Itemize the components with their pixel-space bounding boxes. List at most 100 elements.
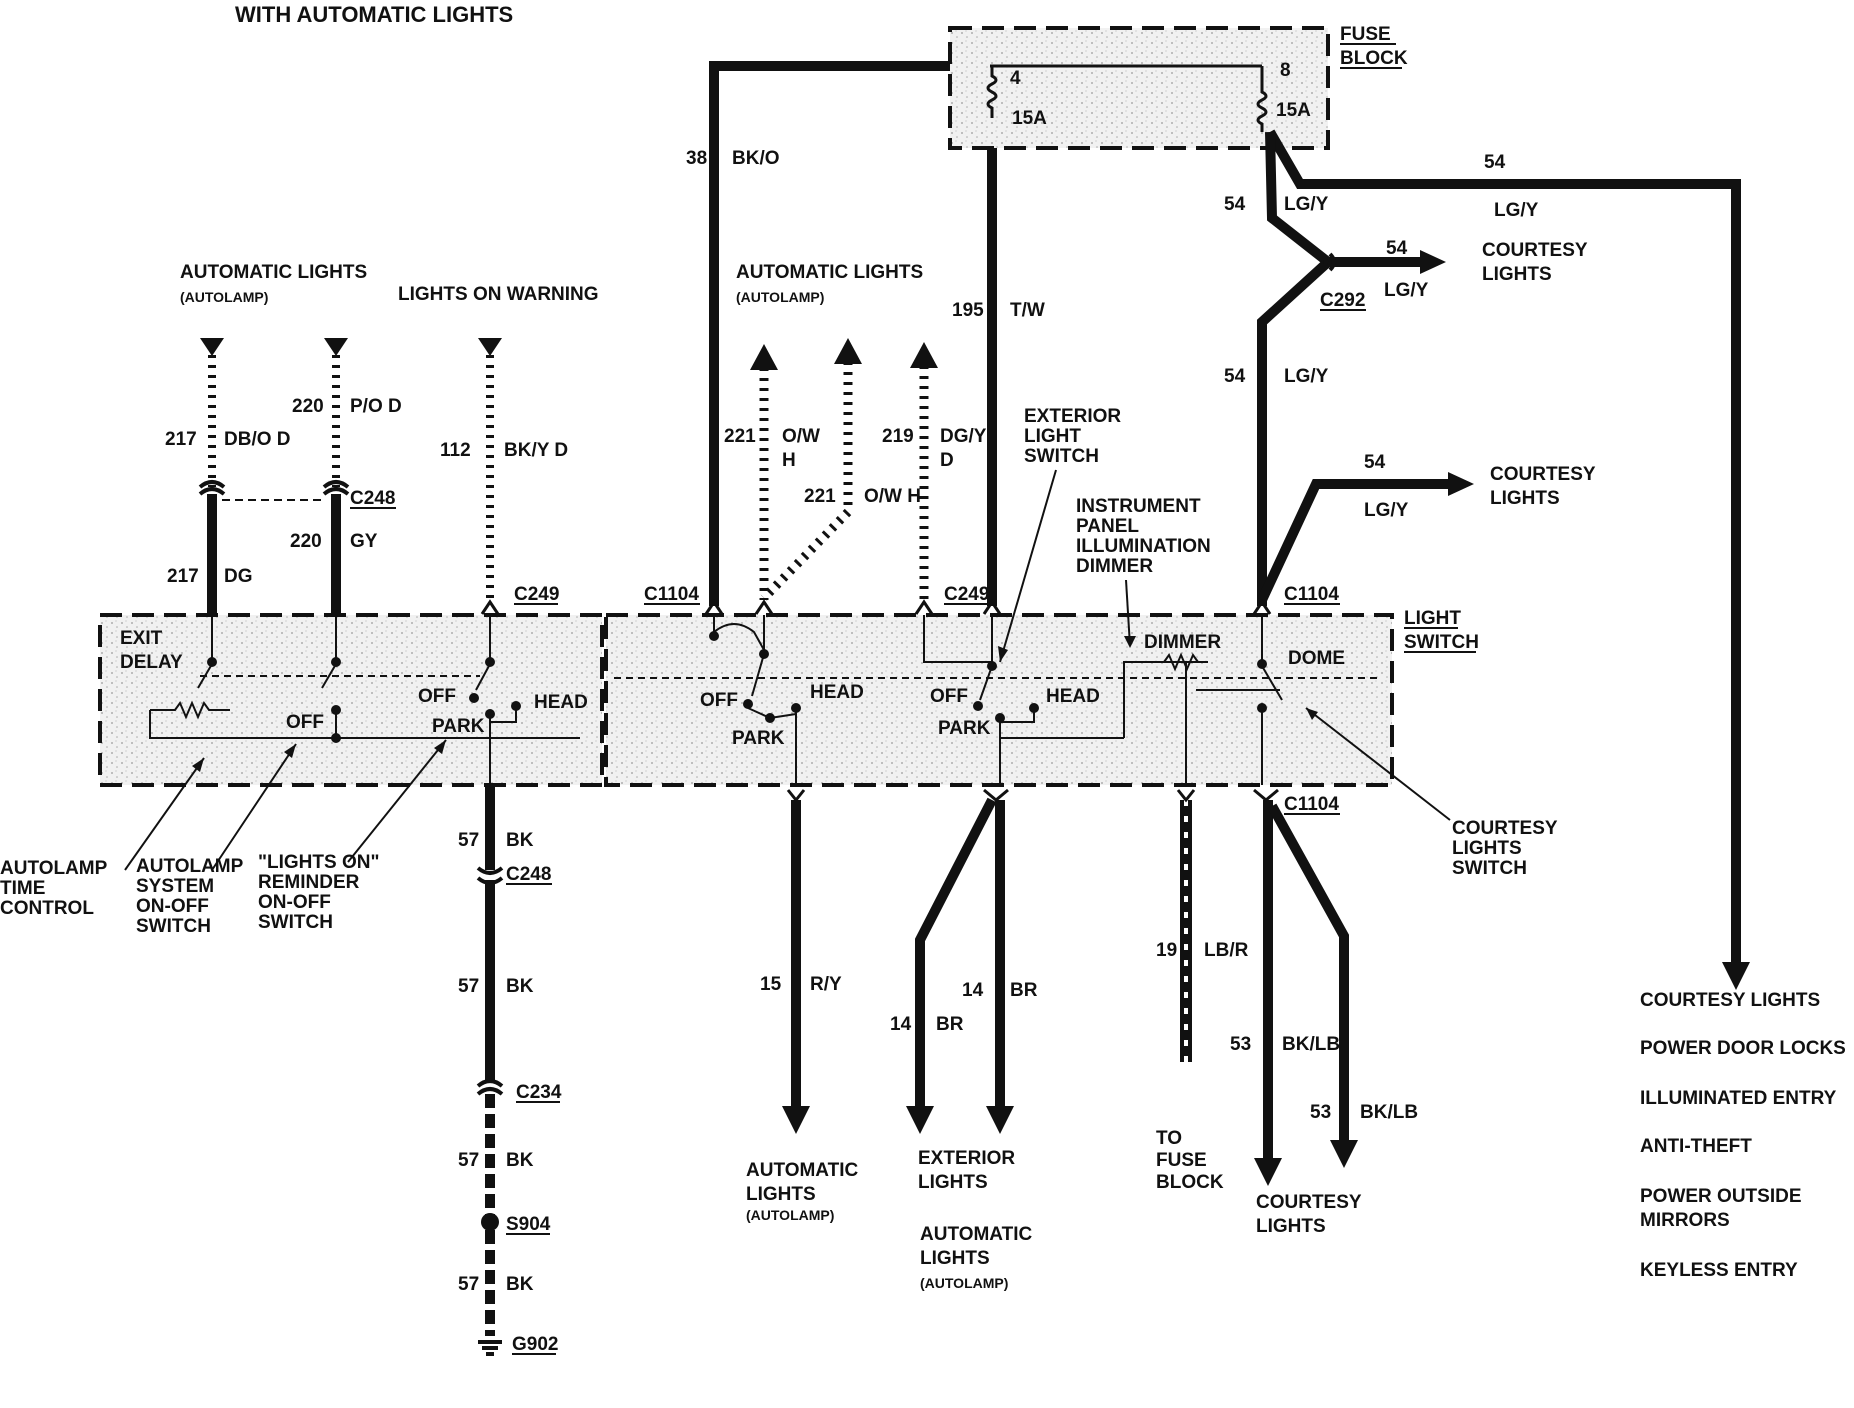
callout-lights-on-reminder: "LIGHTS ON" REMINDER ON-OFF SWITCH xyxy=(258,852,379,933)
reminder-head-label: HEAD xyxy=(534,692,588,713)
wire-53 xyxy=(1253,788,1358,1186)
fuse-8-number: 8 xyxy=(1280,60,1291,81)
dest-exterior-lights-bottom: EXTERIOR LIGHTS xyxy=(918,1148,1015,1193)
wire-53-color-a: BK/LB xyxy=(1282,1034,1340,1055)
autolamp-module-housing xyxy=(98,613,604,787)
wire-54-d-color: LG/Y xyxy=(1364,500,1409,521)
wire-217-number-b: 217 xyxy=(167,566,199,587)
svg-text:CONTROL: CONTROL xyxy=(0,898,94,919)
svg-text:COURTESY: COURTESY xyxy=(1490,464,1596,485)
wire-38-color: BK/O xyxy=(732,148,780,169)
wire-54-top-number: 54 xyxy=(1484,152,1506,173)
svg-text:(AUTOLAMP): (AUTOLAMP) xyxy=(920,1275,1008,1291)
lights-on-warning-header: LIGHTS ON WARNING xyxy=(398,284,599,305)
connector-c1104-c: C1104 xyxy=(1284,794,1339,815)
wire-220-color-a: P/O D xyxy=(350,396,402,417)
wire-54-a-number: 54 xyxy=(1224,194,1246,215)
circuit-power-door-locks: POWER DOOR LOCKS xyxy=(1640,1038,1846,1059)
wire-219-number: 219 xyxy=(882,426,914,447)
svg-text:ON-OFF: ON-OFF xyxy=(258,892,331,913)
diagram-title: WITH AUTOMATIC LIGHTS xyxy=(235,2,513,27)
wire-54-c-color: LG/Y xyxy=(1284,366,1329,387)
svg-text:LIGHTS: LIGHTS xyxy=(746,1184,816,1205)
wire-220-number-a: 220 xyxy=(292,396,324,417)
callout-exterior-light-switch: EXTERIOR LIGHT SWITCH xyxy=(1024,406,1121,467)
wire-217-number-a: 217 xyxy=(165,429,197,450)
fuse-block-label-1: FUSE xyxy=(1340,24,1391,45)
svg-text:LIGHTS: LIGHTS xyxy=(1256,1216,1326,1237)
connector-c292: C292 xyxy=(1320,290,1365,311)
wire-221 xyxy=(750,338,862,615)
wire-112-color: BK/Y D xyxy=(504,440,568,461)
wire-195-number: 195 xyxy=(952,300,984,321)
svg-text:SWITCH: SWITCH xyxy=(258,912,333,933)
ls-off-label-b: OFF xyxy=(930,686,968,707)
wire-112-number: 112 xyxy=(440,440,471,461)
svg-text:FUSE: FUSE xyxy=(1156,1150,1207,1171)
wire-15-color: R/Y xyxy=(810,974,842,995)
wire-15 xyxy=(782,789,810,1134)
callout-autolamp-time-control: AUTOLAMP TIME CONTROL xyxy=(0,858,108,919)
wire-15-number: 15 xyxy=(760,974,782,995)
wire-219-extra: D xyxy=(940,450,954,471)
svg-text:INSTRUMENT: INSTRUMENT xyxy=(1076,496,1201,517)
svg-text:TO: TO xyxy=(1156,1128,1182,1149)
reminder-park-label: PARK xyxy=(432,716,485,737)
circuit-illuminated-entry: ILLUMINATED ENTRY xyxy=(1640,1088,1837,1109)
wire-195-color: T/W xyxy=(1010,300,1045,321)
fuse-block-label-2: BLOCK xyxy=(1340,48,1408,69)
auto-lights-left-header: AUTOMATIC LIGHTS xyxy=(180,262,367,283)
wire-54-b-number: 54 xyxy=(1386,238,1408,259)
wire-57-ground xyxy=(476,785,504,1356)
dest-automatic-lights-bottom: AUTOMATIC LIGHTS (AUTOLAMP) xyxy=(746,1160,859,1223)
light-switch-internals xyxy=(614,615,1380,785)
connector-c249-b: C249 xyxy=(944,584,989,605)
svg-text:SWITCH: SWITCH xyxy=(1452,858,1527,879)
fuse-8-element xyxy=(1256,66,1268,132)
svg-text:DIMMER: DIMMER xyxy=(1076,556,1153,577)
svg-text:SYSTEM: SYSTEM xyxy=(136,876,214,897)
wire-219-color: DG/Y xyxy=(940,426,987,447)
ls-off-label-a: OFF xyxy=(700,690,738,711)
svg-text:EXTERIOR: EXTERIOR xyxy=(918,1148,1015,1169)
wire-54-c-number: 54 xyxy=(1224,366,1246,387)
connector-c1104-b: C1104 xyxy=(1284,584,1339,605)
wire-54-top-color: LG/Y xyxy=(1494,200,1539,221)
ls-head-label-b: HEAD xyxy=(1046,686,1100,707)
wire-221-extra-a: H xyxy=(782,450,796,471)
wire-54-a-color: LG/Y xyxy=(1284,194,1329,215)
wire-57-number-a: 57 xyxy=(458,830,479,851)
svg-text:COURTESY: COURTESY xyxy=(1482,240,1588,261)
svg-text:LIGHTS: LIGHTS xyxy=(1490,488,1560,509)
svg-text:AUTOMATIC: AUTOMATIC xyxy=(920,1224,1033,1245)
wire-57-number-b: 57 xyxy=(458,976,479,997)
wire-54-network xyxy=(1252,129,1750,990)
svg-text:ILLUMINATION: ILLUMINATION xyxy=(1076,536,1211,557)
fuse-4-number: 4 xyxy=(1010,68,1021,89)
svg-text:LIGHTS: LIGHTS xyxy=(1452,838,1522,859)
dest-courtesy-lights-right-1: COURTESY LIGHTS xyxy=(1482,240,1588,285)
reminder-off-label: OFF xyxy=(418,686,456,707)
svg-text:(AUTOLAMP): (AUTOLAMP) xyxy=(746,1207,834,1223)
callout-autolamp-system-switch: AUTOLAMP SYSTEM ON-OFF SWITCH xyxy=(136,856,244,937)
callout-ip-illumination-dimmer: INSTRUMENT PANEL ILLUMINATION DIMMER xyxy=(1076,496,1211,577)
wire-195 xyxy=(982,148,1002,615)
connector-c248-b: C248 xyxy=(506,864,551,885)
wire-220-number-b: 220 xyxy=(290,531,322,552)
wire-54-b-color: LG/Y xyxy=(1384,280,1429,301)
wire-54-d-number: 54 xyxy=(1364,452,1386,473)
wire-57-color-d: BK xyxy=(506,1274,534,1295)
svg-text:AUTOLAMP: AUTOLAMP xyxy=(136,856,244,877)
svg-text:PANEL: PANEL xyxy=(1076,516,1139,537)
wire-14-color-a: BR xyxy=(1010,980,1038,1001)
svg-text:LIGHT: LIGHT xyxy=(1024,426,1081,447)
wire-217-color-a: DB/O D xyxy=(224,429,291,450)
wire-57-color-b: BK xyxy=(506,976,534,997)
wire-57-color-c: BK xyxy=(506,1150,534,1171)
svg-text:LIGHTS: LIGHTS xyxy=(1482,264,1552,285)
ground-g902: G902 xyxy=(512,1334,558,1355)
autolamp-mid-header: (AUTOLAMP) xyxy=(736,289,824,305)
svg-text:LIGHTS: LIGHTS xyxy=(918,1172,988,1193)
wire-221-number-b: 221 xyxy=(804,486,836,507)
wire-53-number-a: 53 xyxy=(1230,1034,1251,1055)
